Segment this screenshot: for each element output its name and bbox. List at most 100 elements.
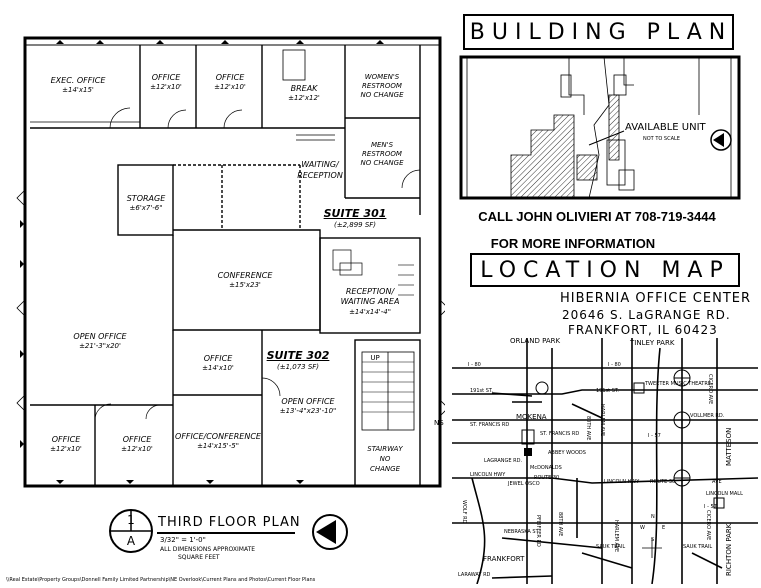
map-town-tinley-park: TINLEY PARK: [630, 339, 675, 347]
office-bl2-dim: ±12'x10': [121, 445, 153, 453]
map-road-st-francis-east: ST. FRANCIS RD: [540, 431, 580, 437]
map-road-sauk-trail-west: SAUK TRAIL: [596, 544, 626, 550]
reception-dim: ±14'x14'-4": [349, 308, 391, 316]
break-label: BREAK: [290, 84, 318, 93]
address-line3: FRANKFORT, IL 60423: [568, 323, 718, 337]
map-road-sauk-trail-east: SAUK TRAIL: [683, 544, 713, 550]
map-abbey-woods: ABBEY WOODS: [548, 450, 586, 456]
mens-restroom-line2: RESTROOM: [362, 150, 402, 158]
compass-s: S: [651, 537, 655, 543]
conference-label: CONFERENCE: [217, 271, 273, 280]
office-bl1-dim: ±12'x10': [50, 445, 82, 453]
address-line1: HIBERNIA OFFICE CENTER: [560, 291, 752, 306]
office-mid-dim: ±14'x10': [202, 364, 234, 372]
womens-restroom-line3: NO CHANGE: [360, 91, 404, 99]
compass-n: N: [651, 514, 655, 520]
map-road-st-francis-west: ST. FRANCIS RD: [470, 422, 510, 428]
building-plan-title: BUILDING PLAN: [469, 20, 733, 45]
exec-office-dim: ±14'x15': [62, 86, 94, 94]
plan-note-line1: ALL DIMENSIONS APPROXIMATE: [160, 546, 256, 553]
map-road-pfeiffer: PFEIFFER RD: [535, 515, 541, 547]
map-road-191st-east: 191st ST.: [596, 388, 619, 394]
map-road-i80-east: I - 80: [608, 362, 621, 368]
map-town-mokena: MOKENA: [516, 413, 547, 421]
available-unit-label: AVAILABLE UNIT: [625, 122, 706, 133]
office-b-label: OFFICE: [215, 73, 245, 82]
open-office-left-label: OPEN OFFICE: [73, 332, 127, 341]
suite-302-dim: (±1,073 SF): [276, 363, 320, 371]
conference-dim: ±15'x23': [229, 281, 261, 289]
office-bl1-label: OFFICE: [51, 435, 81, 444]
address-line2: 20646 S. LaGRANGE RD.: [562, 308, 731, 322]
open-office-right-label: OPEN OFFICE: [281, 397, 335, 406]
office-mid-label: OFFICE: [203, 354, 233, 363]
map-jewel-osco: JEWEL OSCO: [508, 481, 540, 487]
exec-office-label: EXEC. OFFICE: [50, 76, 106, 85]
map-road-191st-west: 191st ST.: [470, 388, 493, 394]
map-road-ave: AVE: [712, 479, 722, 485]
office-b-dim: ±12'x10': [214, 83, 246, 91]
open-office-left-dim: ±21'-3"x20': [79, 342, 121, 350]
floor-plan-title: THIRD FLOOR PLAN: [158, 515, 301, 530]
storage-label: STORAGE: [126, 194, 166, 203]
mens-restroom-line1: MEN'S: [370, 141, 394, 149]
file-path: \\Real Estate\Property Groups\Donnell Fa…: [6, 577, 316, 583]
location-map-header: [470, 253, 740, 287]
suite-301-dim: (±2,899 SF): [333, 221, 377, 229]
location-map-title: LOCATION MAP: [480, 258, 730, 283]
stairway-line2: NO: [379, 455, 391, 463]
storage-dim: ±6'x7'-6": [129, 204, 163, 212]
map-road-cicero-north: CICERO AVE: [707, 374, 713, 405]
office-a-label: OFFICE: [151, 73, 181, 82]
map-road-harlem-south: HARLEM AVE: [613, 520, 619, 553]
map-town-richton-park: RICHTON PARK: [725, 523, 733, 576]
womens-restroom-line1: WOMEN'S: [364, 73, 400, 81]
open-office-right-dim: ±13'-4"x23'-10": [279, 407, 337, 415]
reception-line1: RECEPTION/: [345, 287, 395, 296]
stairway-line3: CHANGE: [369, 465, 401, 473]
reception-line2: WAITING AREA: [340, 297, 400, 306]
contact-line2: FOR MORE INFORMATION: [490, 236, 656, 251]
map-town-orland-park: ORLAND PARK: [510, 337, 561, 345]
floor-plan-drawing: [16, 36, 445, 488]
north-arrow-icon: [312, 514, 348, 550]
plan-note-line2: SQUARE FEET: [178, 554, 220, 561]
map-road-laraway: LARAWAY RD: [458, 572, 491, 578]
contact-line1: CALL JOHN OLIVIERI AT 708-719-3444: [478, 209, 716, 224]
mens-restroom-line3: NO CHANGE: [360, 159, 404, 167]
office-a-dim: ±12'x10': [150, 83, 182, 91]
suite-301-label: SUITE 301: [323, 207, 387, 220]
map-road-nebraska: NEBRASKA ST: [504, 529, 539, 535]
sheet-letter: A: [126, 534, 136, 548]
building-plan-header: [463, 14, 734, 50]
building-site-plan: [459, 55, 741, 200]
map-road-i57-south: I - 57: [704, 504, 717, 510]
office-conference-dim: ±14'x15'-5": [197, 442, 239, 450]
map-lincoln-mall: LINCOLN MALL: [706, 491, 743, 497]
office-conference-label: OFFICE/CONFERENCE: [175, 432, 261, 441]
waiting-line2: RECEPTION: [297, 171, 343, 180]
map-road-lagrange: LAGRANGE RD.: [484, 458, 523, 464]
map-mcdonalds: McDONALDS: [530, 465, 562, 471]
break-dim: ±12'x12': [288, 94, 320, 102]
sheet-number: 1: [127, 513, 135, 527]
map-town-frankfort: FRANKFORT: [483, 555, 525, 563]
waiting-line1: WAITING/: [301, 160, 339, 169]
ns-label: NS: [434, 419, 444, 427]
sheet-number-bubble: [109, 509, 153, 553]
map-tweeter-theatre: TWEETER MUSIC THEATRE: [645, 381, 711, 387]
map-road-wolf: WOLF RD: [461, 500, 467, 524]
compass-w: W: [640, 525, 645, 531]
womens-restroom-line2: RESTROOM: [362, 82, 402, 90]
map-road-lincoln-hwy-west: LINCOLN HWY: [470, 472, 506, 478]
site-north-arrow-icon: [710, 129, 732, 151]
map-road-i80-west: I - 80: [468, 362, 481, 368]
map-road-88th-ave: 88TH AVE: [557, 512, 563, 537]
map-road-route30-west: ROUTE 30: [534, 475, 560, 481]
stairway-line1: STAIRWAY: [367, 445, 403, 453]
map-road-harlem-north: HARLEM AVE: [599, 404, 605, 437]
map-road-route30-east: ROUTE 30: [650, 479, 676, 485]
plan-scale: 3/32" = 1'-0": [160, 536, 206, 544]
title-underline: [157, 532, 295, 534]
